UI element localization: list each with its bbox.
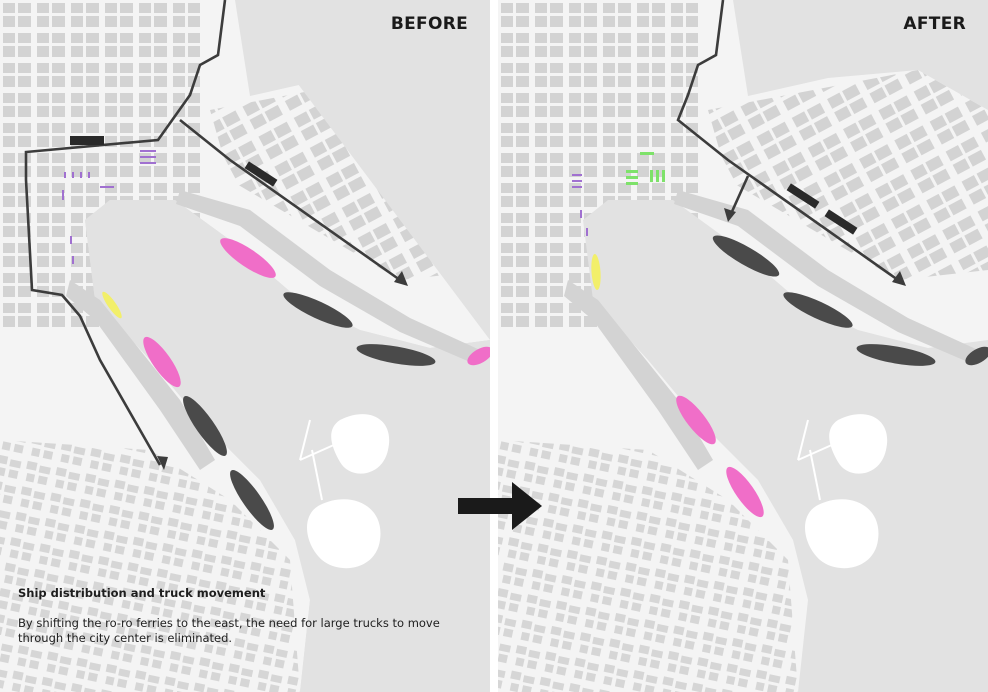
- passenger-ship: [467, 346, 490, 366]
- parking-markers-purple: [572, 174, 588, 236]
- caption-body: By shifting the ro-ro ferries to the eas…: [18, 616, 440, 645]
- truck-icon: [244, 161, 278, 187]
- truck-route-east: [676, 0, 899, 282]
- ro-ro-ferry: [183, 396, 227, 456]
- island-north: [331, 414, 390, 474]
- right-arrow-icon: [458, 482, 542, 530]
- ro-ro-ferry: [283, 292, 353, 328]
- truck-route-east: [179, 118, 401, 282]
- truck-route-branch: [728, 175, 750, 217]
- parking-markers: [62, 150, 156, 264]
- north-water: [733, 0, 988, 110]
- route-arrowhead-east: [892, 271, 906, 286]
- after-map-panel: AFTER: [498, 0, 988, 692]
- inner-basin: [583, 200, 988, 692]
- city-blocks-south: [0, 440, 300, 692]
- island-south: [805, 499, 879, 569]
- ro-ro-ferry: [230, 470, 274, 530]
- truck-icon: [824, 209, 858, 235]
- before-map-panel: BEFORE: [0, 0, 490, 692]
- ro-ro-ferry: [856, 344, 936, 366]
- parking-markers-green: [626, 152, 665, 185]
- before-label: BEFORE: [390, 14, 468, 34]
- truck-icon: [786, 183, 820, 209]
- north-water: [235, 0, 490, 110]
- small-vessel: [591, 254, 601, 290]
- city-blocks-south: [498, 440, 798, 692]
- route-arrowhead-east: [394, 271, 408, 286]
- truck-icon: [70, 136, 104, 145]
- route-arrowhead-branch: [724, 208, 736, 222]
- ro-ro-ferry: [356, 344, 436, 366]
- caption-title: Ship distribution and truck movement: [18, 586, 266, 600]
- passenger-ship: [676, 395, 716, 445]
- island-north: [829, 414, 888, 474]
- passenger-ship: [220, 238, 276, 278]
- city-blocks-east: [708, 70, 988, 280]
- ro-ro-ferry: [712, 235, 780, 277]
- east-pier: [674, 190, 978, 362]
- passenger-ship: [143, 336, 181, 388]
- caption: Ship distribution and truck movement By …: [18, 586, 458, 646]
- island-south: [307, 499, 381, 569]
- before-map: [0, 0, 490, 692]
- inner-basin: [85, 200, 490, 692]
- after-label: AFTER: [903, 14, 966, 34]
- after-map: [498, 0, 988, 692]
- ro-ro-ferry: [783, 292, 853, 328]
- small-vessel: [102, 291, 122, 319]
- ro-ro-ferry: [965, 346, 988, 366]
- east-pier: [176, 190, 480, 362]
- west-pier: [66, 280, 215, 470]
- truck-route-west: [24, 0, 227, 466]
- west-pier: [564, 280, 713, 470]
- route-arrowhead-south: [157, 456, 168, 470]
- passenger-ship: [726, 466, 764, 518]
